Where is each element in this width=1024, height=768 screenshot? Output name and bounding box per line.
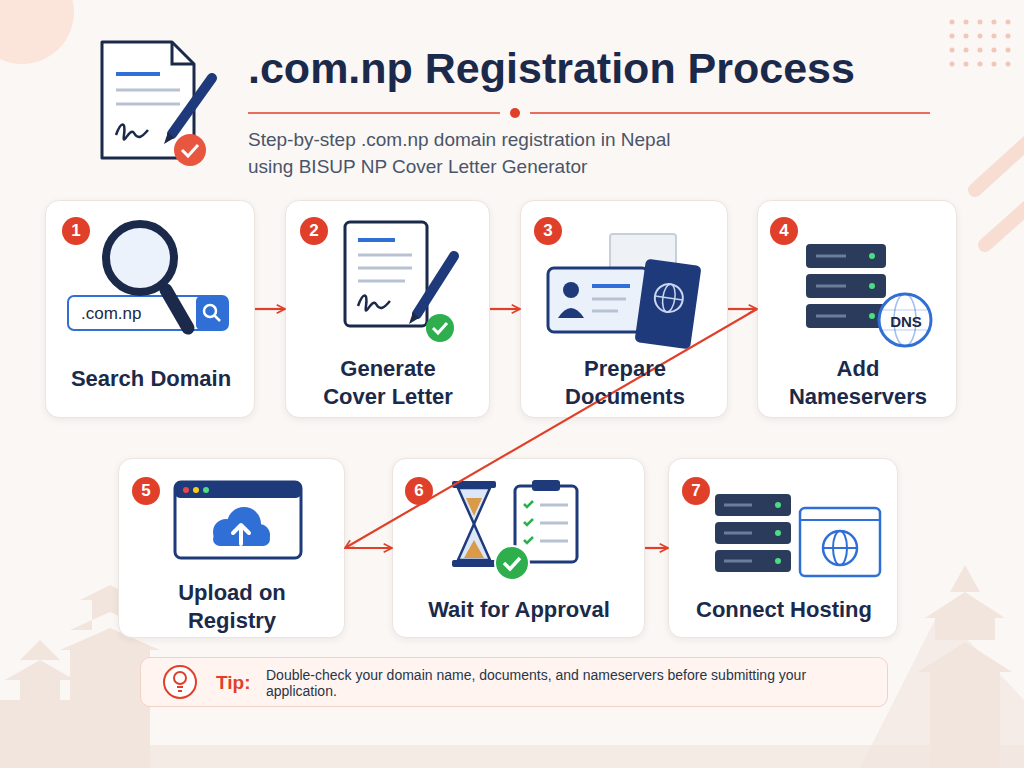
flow-arrow [490, 308, 520, 310]
cover-letter-icon [345, 222, 454, 342]
step-number: 6 [405, 477, 433, 505]
diagram-caption: Step-by-step .com.np domain registration… [248, 126, 688, 180]
step-box: 4DNS Add Nameservers [757, 200, 957, 418]
tip-label: Tip: [216, 672, 250, 694]
step-box: 6Wait for Approval [392, 458, 645, 638]
step-box: 7Connect Hosting [668, 458, 898, 638]
upload-icon [175, 482, 301, 558]
step-label: Connect Hosting [674, 596, 894, 624]
tip-text: Double-check your domain name, documents… [266, 667, 876, 699]
flow-arrow [728, 308, 757, 310]
tip-box: Tip: Double-check your domain name, docum… [140, 657, 888, 707]
step-number: 7 [682, 477, 710, 505]
hosting-icon [715, 494, 880, 576]
step-label: Wait for Approval [401, 596, 637, 624]
flow-arrow [345, 547, 392, 549]
decor-dots [950, 20, 1011, 67]
step-label: Prepare Documents [555, 355, 695, 411]
step-number: 5 [132, 477, 160, 505]
search-bar-text: .com.np [81, 304, 141, 324]
header-document-icon [102, 42, 212, 166]
title-underline [248, 108, 930, 118]
nameserver-icon [806, 244, 931, 346]
step-number: 4 [770, 217, 798, 245]
step-box: 3Prepare Documents [520, 200, 728, 418]
tip-bulb-icon [164, 666, 196, 698]
approval-icon [452, 480, 577, 580]
documents-icon [548, 234, 702, 349]
flow-arrow [255, 308, 285, 310]
decor-circle [0, 0, 74, 64]
step-number: 2 [300, 217, 328, 245]
dns-badge-text: DNS [881, 313, 931, 330]
flow-arrow [645, 547, 668, 549]
step-number: 1 [62, 217, 90, 245]
step-box: 5Upload on Registry [118, 458, 345, 638]
search-icon [68, 224, 228, 330]
step-label: Add Nameservers [778, 355, 938, 411]
step-box: 1 .com.npSearch Domain [45, 200, 255, 418]
step-label: Upload on Registry [157, 579, 307, 635]
diagram-title: .com.np Registration Process [248, 44, 855, 93]
flow-arrow [345, 309, 757, 548]
decor-stripes [975, 140, 1024, 245]
step-number: 3 [534, 217, 562, 245]
step-label: Search Domain [51, 365, 251, 393]
step-label: Generate Cover Letter [313, 355, 463, 411]
step-box: 2Generate Cover Letter [285, 200, 490, 418]
